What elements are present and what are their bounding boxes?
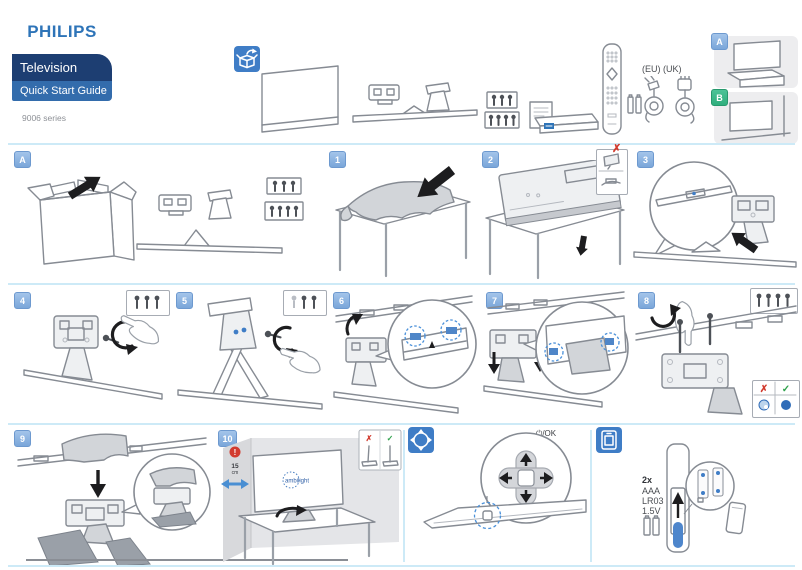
remote-control [602, 43, 622, 135]
screw-pack-3 [486, 91, 518, 109]
joystick-icon [408, 427, 434, 453]
step-4-badge: 4 [14, 292, 31, 309]
battery-install-illustration [643, 443, 747, 553]
philips-logo-card: PHILIPS Television Quick Start Guide [12, 10, 112, 101]
stand-bracket-part [368, 84, 400, 105]
step-8-flush-check-inset: ✗ ✓ [752, 380, 800, 418]
cross-mark: ✗ [760, 384, 768, 395]
flush-check-glyph: ✗ ✓ [753, 381, 797, 415]
power-cords [644, 76, 695, 124]
step-3-illustration [633, 161, 797, 268]
battery-voltage: 1.5V [642, 506, 661, 516]
warning-exclaim: ! [234, 448, 237, 457]
page-bottom-divider [8, 565, 795, 567]
step-9-badge: 9 [14, 430, 31, 447]
screw-pack-3-a [266, 177, 302, 195]
panel-divider-1 [403, 430, 405, 562]
step-6-illustration [333, 295, 477, 414]
screws-3-glyph [134, 295, 160, 309]
step-7-badge: 7 [486, 292, 503, 309]
section-a-badge: A [14, 151, 31, 168]
power-ok-label: ⏻/OK [536, 429, 557, 438]
row-divider-1 [8, 143, 795, 145]
stand-bar-part [352, 105, 478, 123]
step-5-badge: 5 [176, 292, 193, 309]
tv-joystick-illustration [423, 432, 587, 530]
unboxing-icon [234, 46, 260, 72]
philips-wordmark: PHILIPS [12, 10, 112, 54]
step-5-illustration [177, 297, 323, 410]
step-2-badge: 2 [482, 151, 499, 168]
brand-text: PHILIPS [27, 22, 97, 41]
battery-quantity: 2x [642, 475, 653, 485]
step-9-illustration [17, 433, 211, 567]
step-3-badge: 3 [637, 151, 654, 168]
check-mark: ✓ [782, 384, 790, 395]
placement-a-panel [714, 36, 798, 88]
placement-check-mark: ✓ [387, 434, 394, 443]
screw-pack-4-a [264, 201, 304, 221]
step-4-screw-inset [126, 290, 170, 316]
placement-b-badge: B [711, 89, 728, 106]
battery-model: LR03 [642, 496, 664, 506]
step-8-screw-inset [750, 288, 798, 314]
placement-b-panel [714, 92, 798, 144]
step-2-warning-inset [596, 149, 628, 195]
remote-back-glyph [601, 430, 617, 450]
plug-region-label: (EU) (UK) [642, 64, 682, 74]
stand-neck-part-a [207, 189, 233, 220]
step-4-illustration [23, 315, 163, 400]
product-bar: Television [12, 54, 112, 81]
step-5-screw-inset [283, 290, 327, 316]
clearance-value: 15 [231, 463, 239, 470]
step-8-badge: 8 [638, 292, 655, 309]
step-1-illustration [335, 166, 471, 278]
step-7-illustration [483, 291, 629, 408]
screws-3-glyph [291, 295, 317, 309]
screws-4-glyph [756, 293, 790, 307]
series-label: 9006 series [22, 113, 66, 123]
row-divider-2 [8, 283, 795, 285]
step-2-illustration [485, 160, 625, 280]
doc-title-bar: Quick Start Guide [12, 81, 112, 101]
step-2-cross-mark: ✗ [612, 143, 622, 155]
panel-divider-2 [590, 430, 592, 562]
stand-bracket-part-a [158, 194, 192, 216]
step-1-badge: 1 [329, 151, 346, 168]
open-box-glyph [236, 48, 258, 69]
page-edge-line [26, 559, 348, 561]
step-10-illustration: ambilight ! 15 cm ✗ ✓ [221, 429, 402, 566]
joystick-glyph [410, 429, 432, 451]
tv-panel-illustration [261, 65, 339, 133]
open-carton-illustration [27, 176, 137, 265]
placement-cross-mark: ✗ [366, 434, 373, 443]
ambilight-screen-text: ambilight [285, 479, 309, 485]
documents-and-box [529, 101, 599, 134]
placement-a-badge: A [711, 33, 728, 50]
stand-neck-part [425, 82, 451, 112]
step-8-illustration [635, 300, 797, 415]
row-divider-3 [8, 423, 795, 425]
screw-pack-4 [484, 111, 520, 129]
remote-battery-icon [596, 427, 622, 453]
batteries-pair [627, 94, 642, 114]
tv-on-furniture-mini [727, 40, 785, 88]
stand-bar-part-a [136, 229, 283, 254]
clearance-unit: cm [232, 470, 239, 476]
tv-wall-mounted-mini [721, 95, 791, 141]
wrong-handling-glyphs [598, 153, 624, 186]
step-6-badge: 6 [333, 292, 350, 309]
battery-size: AAA [642, 486, 661, 496]
